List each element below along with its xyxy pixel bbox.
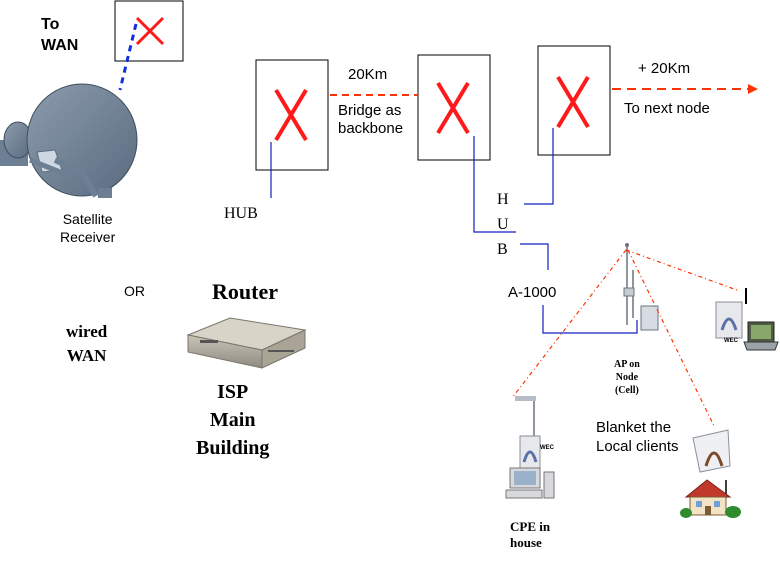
isp-main-building-label: ISP Main Building [196, 381, 270, 459]
hub-ap-connector [520, 243, 549, 270]
cpe-in-house-label: CPE in house [510, 519, 551, 550]
backbone-bridge-box [417, 54, 491, 161]
distance-plus-20km-label: + 20Km [638, 60, 691, 77]
blanket-local-clients-label: Blanket the Local clients [596, 419, 679, 455]
router-device-icon [186, 317, 307, 369]
satellite-receiver-label: Satellite Receiver [60, 211, 116, 245]
bridge-backbone-label: Bridge as backbone [338, 102, 404, 137]
a1000-label: A-1000 [508, 284, 557, 301]
hub-left-label: HUB [224, 205, 258, 222]
hub-letter-u: U [497, 216, 509, 233]
hub-backbone-connector [473, 136, 516, 233]
ap-node-tower-icon [623, 243, 659, 331]
hub-letter-h: H [497, 191, 509, 208]
hub-next-connector [524, 128, 554, 205]
wec-laptop-client-icon [715, 288, 779, 351]
a1000-ap-connector [542, 305, 638, 334]
to-wan-label: To WAN [41, 16, 79, 54]
wireless-uplink-line [118, 23, 138, 91]
router-label: Router [212, 279, 278, 304]
or-label: OR [124, 283, 145, 299]
next-node-label: To next node [624, 100, 710, 117]
next-node-bridge-box [537, 45, 611, 156]
client-coverage-lines [511, 249, 738, 429]
blanket-client-house-icon [680, 429, 741, 518]
distance-20km-label: 20Km [348, 66, 388, 83]
wired-wan-label: wired WAN [66, 322, 108, 365]
hub-bridge-box [255, 59, 329, 171]
hub-letter-b: B [497, 241, 508, 258]
wec-left-label: WEC [540, 445, 554, 451]
ap-node-cell-label: AP on Node (Cell) [614, 359, 640, 396]
wec-right-label: WEC [724, 338, 738, 344]
cpe-house-client-icon [505, 396, 555, 499]
wan-antenna-box [114, 0, 184, 62]
satellite-dish-icon [0, 83, 138, 198]
